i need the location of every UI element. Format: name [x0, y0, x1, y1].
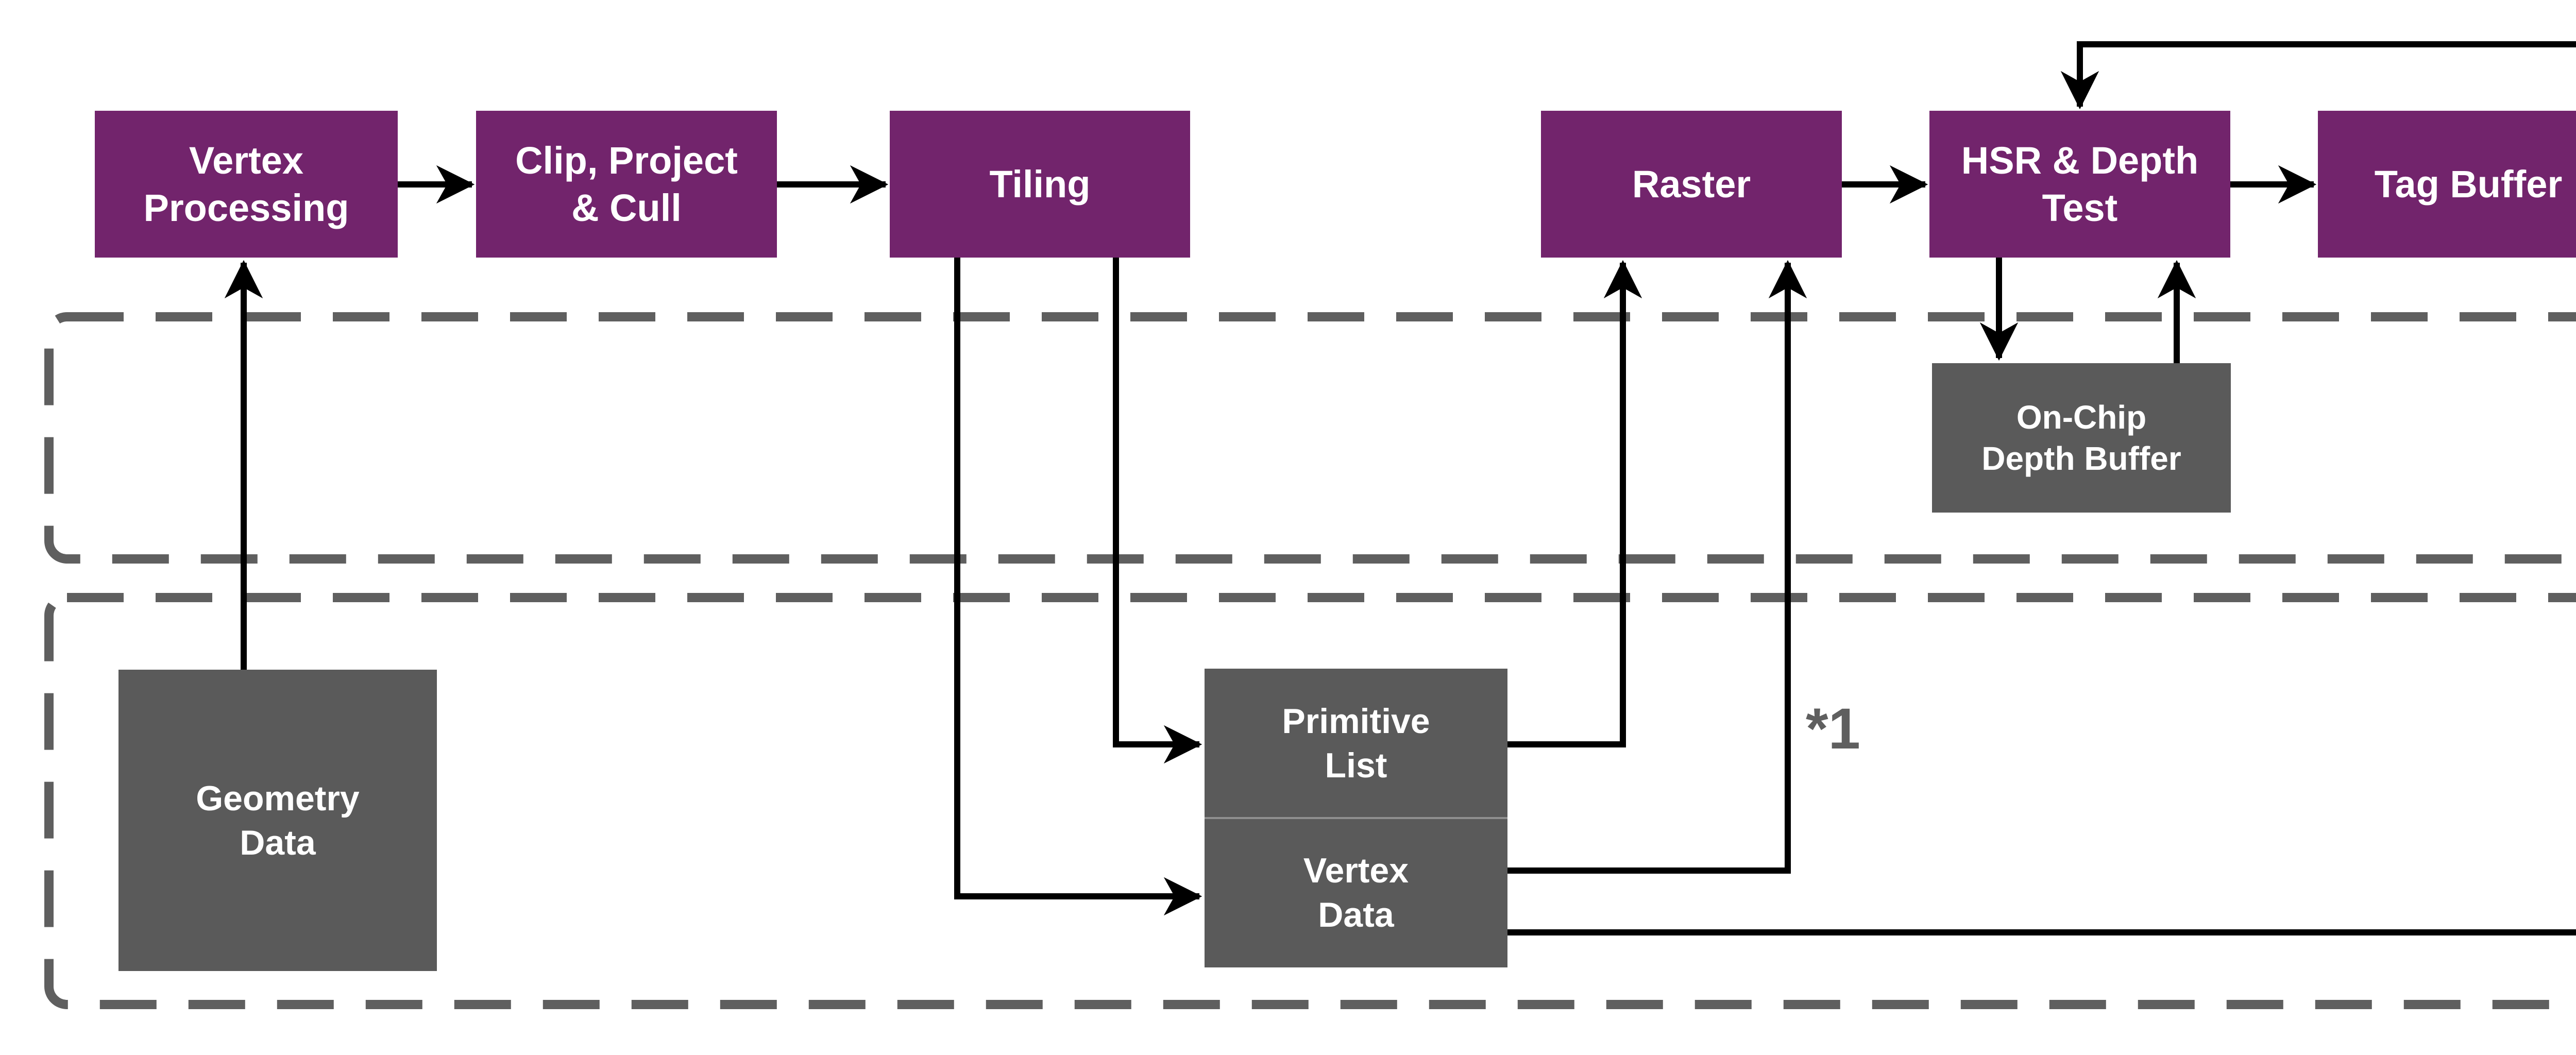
node-label: Geometry — [196, 778, 360, 818]
node-label: Vertex — [1303, 851, 1409, 890]
node-label: Data — [1318, 895, 1394, 934]
connector-alpha-test-feedback-to-hsr — [2060, 41, 2576, 110]
node-label: & Cull — [571, 186, 682, 229]
node-label: Vertex — [189, 139, 304, 182]
connector-vertex-data-to-raster — [1507, 260, 1807, 874]
node-label: Raster — [1632, 162, 1751, 206]
node-label: HSR & Depth — [1961, 139, 2199, 182]
node-clip-project-cull: Clip, Project & Cull — [476, 111, 777, 258]
node-vertex-processing: Vertex Processing — [95, 111, 398, 258]
node-tiling: Tiling — [890, 111, 1190, 258]
connector-vertex-data-to-texture-shade — [1507, 929, 2576, 935]
node-label: List — [1325, 746, 1387, 785]
node-vertex-data: Vertex Data — [1205, 818, 1507, 967]
node-label: Tag Buffer — [2374, 162, 2563, 206]
node-label: Data — [240, 823, 316, 862]
node-label: Tiling — [989, 162, 1091, 206]
node-raster: Raster — [1541, 111, 1842, 258]
node-label: On-Chip — [2016, 399, 2147, 436]
node-label: Depth Buffer — [1981, 440, 2181, 477]
node-label: Test — [2042, 186, 2118, 229]
on-chip-buffers-region-outline — [44, 312, 2576, 564]
connector-tiling-to-vertex-data — [954, 258, 1202, 916]
node-geometry-data: Geometry Data — [118, 670, 437, 971]
node-label: Processing — [143, 186, 349, 229]
node-primitive-list: Primitive List — [1205, 669, 1507, 818]
node-primitive-vertex-store: Primitive List Vertex Data — [1205, 669, 1507, 967]
node-on-chip-depth-buffer: On-Chip Depth Buffer — [1932, 363, 2231, 513]
connector-tiling-to-primitive-list — [1113, 258, 1202, 764]
node-hsr-depth-test: HSR & Depth Test — [1929, 111, 2230, 258]
system-memory-region-outline — [44, 593, 2576, 1009]
node-tag-buffer: Tag Buffer — [2318, 111, 2576, 258]
node-label: Primitive — [1282, 702, 1430, 741]
connector-primitive-list-to-raster — [1507, 260, 1642, 747]
node-label: Clip, Project — [515, 139, 738, 182]
primitive-vertex-divider — [1205, 817, 1507, 819]
annotation-star-1: *1 — [1806, 696, 1860, 761]
